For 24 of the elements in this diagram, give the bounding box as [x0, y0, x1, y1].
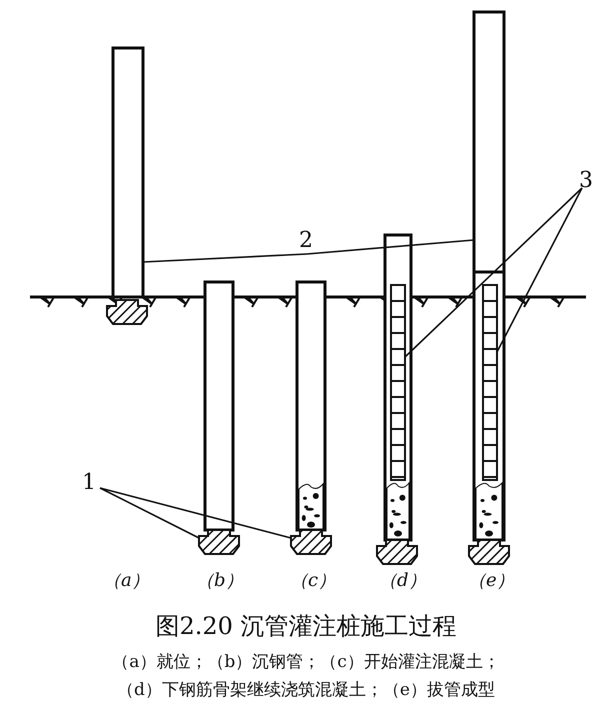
pile-shoe	[106, 299, 148, 325]
steel-pipe	[472, 10, 506, 274]
leader-line	[142, 253, 308, 263]
leader-line	[404, 187, 583, 358]
pile-shoe	[468, 539, 510, 565]
sub-figure-label: （c）	[290, 572, 336, 590]
pile-shoe	[290, 529, 332, 555]
steel-pipe	[204, 280, 234, 532]
leader-line	[306, 239, 474, 255]
sub-figure-label: （e）	[468, 572, 515, 590]
figure-caption: （a）就位；（b）沉钢管；（c）开始灌注混凝土；（d）下钢筋骨架继续浇筑混凝土；（e）拔管成型	[111, 651, 501, 702]
callout-number: 3	[579, 170, 593, 192]
pile-shoe	[376, 539, 418, 565]
leader-line	[496, 188, 583, 352]
figure-title: 图2.20 沉管灌注桩施工过程	[154, 614, 458, 638]
sub-figure-label: （a）	[103, 572, 150, 590]
leader-line	[100, 487, 292, 539]
sub-figure-label: （d）	[379, 572, 427, 590]
pile-shoe	[198, 529, 240, 555]
steel-pipe	[112, 46, 144, 298]
sub-figure-label: （b）	[196, 572, 244, 590]
leader-line	[100, 487, 200, 539]
callout-number: 2	[299, 230, 313, 252]
callout-number: 1	[82, 472, 96, 494]
